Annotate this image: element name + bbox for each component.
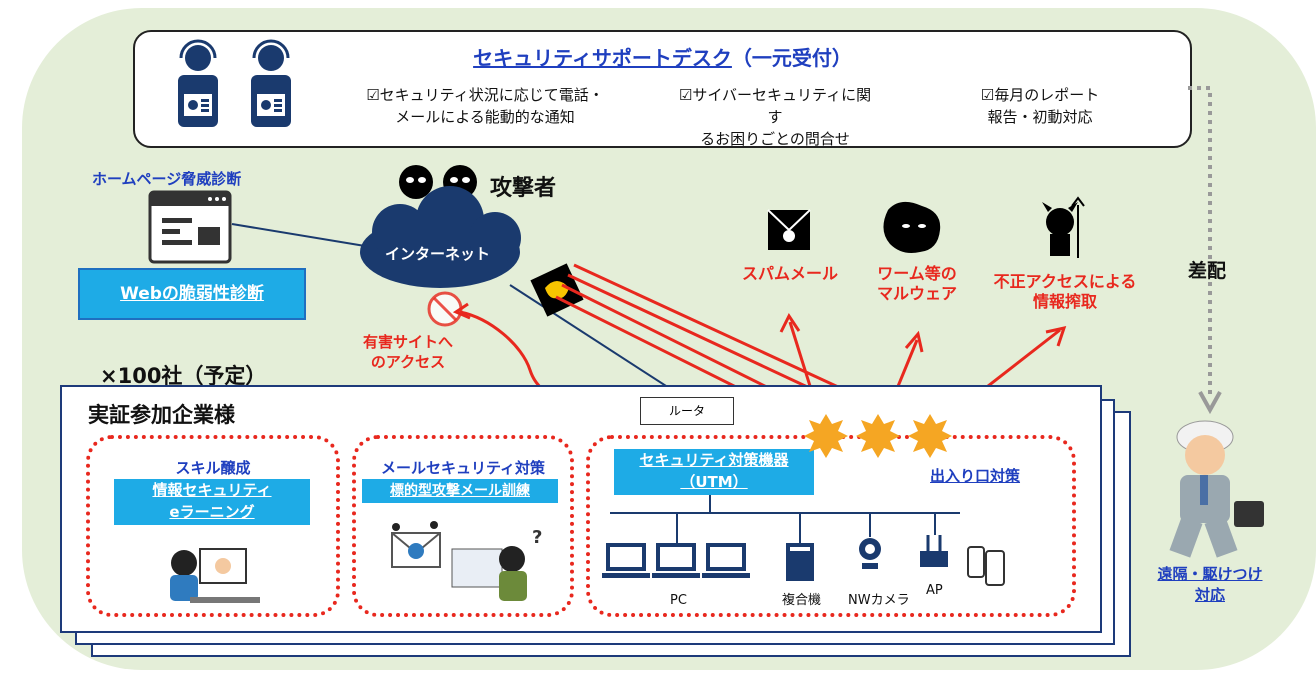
mail-training-icon: ?	[391, 521, 542, 601]
threat-spam-label: スパムメール	[741, 264, 838, 283]
internet-cloud	[360, 186, 521, 288]
desk-item-report: ☑毎月のレポート報告・初動対応	[980, 86, 1100, 126]
operator-icon	[251, 39, 291, 127]
devil-icon	[1042, 196, 1085, 258]
desk-item-notify: ☑セキュリティ状況に応じて電話・メールによる能動的な通知	[366, 86, 604, 126]
ap-label: AP	[926, 583, 943, 598]
spam-mail-icon	[767, 209, 811, 250]
elearning-person-icon	[170, 548, 260, 603]
threat-malware-label: ワーム等のマルウェア	[876, 264, 957, 303]
pc-label: PC	[670, 593, 687, 608]
burst-icon	[804, 414, 848, 458]
skill-title: スキル醸成	[175, 459, 251, 477]
network-devices	[602, 495, 1005, 586]
burst-icon	[856, 414, 900, 458]
company-count-label: ×100社（予定）	[100, 364, 267, 388]
attacker-label: 攻撃者	[490, 176, 557, 201]
worm-icon	[883, 201, 941, 253]
operator-icon	[178, 39, 218, 127]
burst-icon	[908, 414, 952, 458]
utm-button[interactable]: セキュリティ対策機器（UTM）	[614, 449, 814, 495]
targeted-attack-training-button[interactable]: 標的型攻撃メール訓練	[362, 479, 558, 503]
nw-camera-label: NWカメラ	[848, 593, 910, 608]
desk-item-inquiry: ☑サイバーセキュリティに関するお困りごとの問合せ	[678, 86, 872, 148]
threat-unauthorized-label: 不正アクセスによる情報搾取	[993, 272, 1137, 311]
svg-text:?: ?	[532, 527, 542, 548]
internet-label: インターネット	[385, 245, 491, 263]
webpage-icon	[148, 190, 232, 264]
mail-security-title: メールセキュリティ対策	[380, 459, 546, 477]
gateway-countermeasure-link[interactable]: 出入り口対策	[930, 467, 1021, 485]
web-vulnerability-button[interactable]: Webの脆弱性診断	[78, 268, 306, 320]
harmful-site-label: 有害サイトへのアクセス	[362, 333, 453, 371]
router-box: ルータ	[640, 397, 734, 425]
field-engineer-icon	[1169, 420, 1264, 558]
company-title: 実証参加企業様	[88, 403, 235, 427]
support-desk-title[interactable]: セキュリティサポートデスク（一元受付）	[473, 46, 852, 70]
mfp-label: 複合機	[782, 593, 822, 608]
mail-security-section: メールセキュリティ対策 標的型攻撃メール訓練 ?	[352, 435, 574, 617]
homepage-threat-title: ホームページ脅威診断	[92, 170, 242, 188]
remote-response-link[interactable]: 遠隔・駆けつけ対応	[1157, 565, 1263, 604]
dispatch-label: 差配	[1188, 260, 1227, 282]
support-desk-box: セキュリティサポートデスク（一元受付） ☑セキュリティ状況に応じて電話・メールに…	[133, 30, 1192, 148]
